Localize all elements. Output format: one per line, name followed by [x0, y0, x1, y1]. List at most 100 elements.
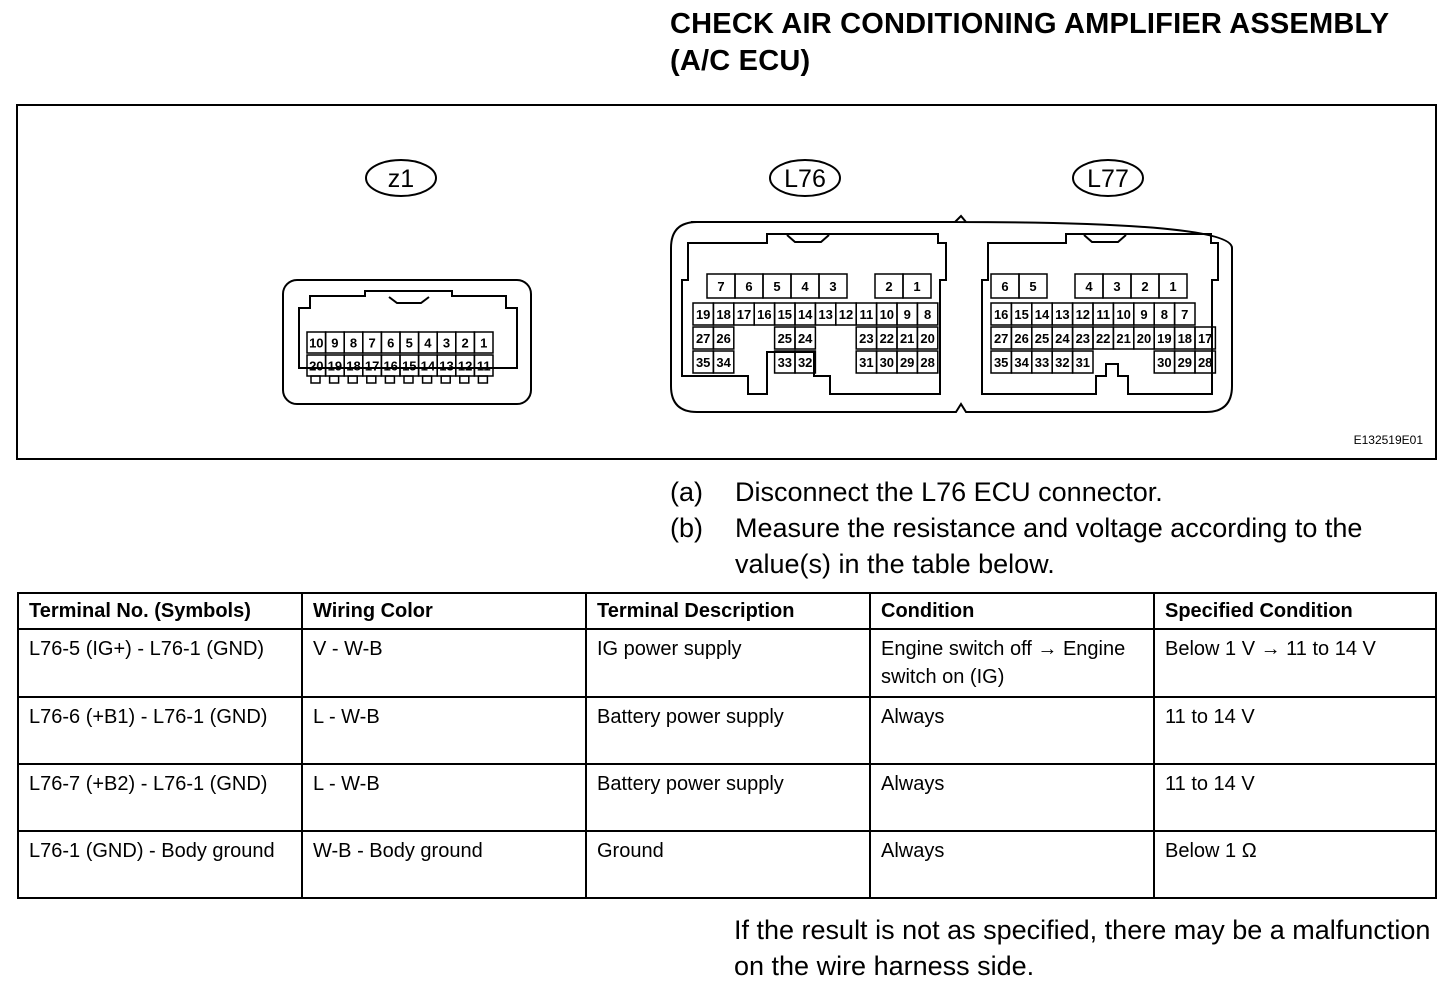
step-a-text: Disconnect the L76 ECU connector. — [735, 477, 1163, 507]
pin-cell — [1194, 350, 1217, 374]
cell-terminal: L76-6 (+B1) - L76-1 (GND) — [17, 696, 303, 765]
cell-wiring-color: W-B - Body ground — [301, 830, 587, 899]
pin-number: 16 — [757, 307, 771, 322]
instruction-steps: (a) Disconnect the L76 ECU connector. (b… — [670, 474, 1430, 582]
pin-number: 25 — [1035, 331, 1049, 346]
pin-cell — [1173, 302, 1196, 326]
cell-description: Ground — [585, 830, 871, 899]
connector-label-text: L77 — [1087, 165, 1129, 193]
pin-number: 5 — [773, 279, 780, 294]
cell-specified: 11 to 14 V — [1153, 763, 1437, 832]
pin-number: 1 — [913, 279, 920, 294]
table-row: L76-5 (IG+) - L76-1 (GND) V - W-B IG pow… — [17, 628, 1437, 698]
pin-number: 3 — [443, 336, 450, 351]
cell-terminal: L76-5 (IG+) - L76-1 (GND) — [17, 628, 303, 698]
connector-l76-inner — [681, 233, 947, 395]
pin-number: 15 — [778, 307, 792, 322]
pin-number: 7 — [368, 336, 375, 351]
connector-label-z1: z1 — [365, 159, 437, 197]
pin-number: 35 — [994, 355, 1008, 370]
connector-z1-body — [282, 279, 532, 405]
step-b: (b) Measure the resistance and voltage a… — [670, 510, 1430, 582]
cell-wiring-color: L - W-B — [301, 696, 587, 765]
cell-terminal: L76-1 (GND) - Body ground — [17, 830, 303, 899]
pin-number: 6 — [1001, 279, 1008, 294]
pin-number: 12 — [839, 307, 853, 322]
pin-number: 18 — [1178, 331, 1192, 346]
cell-description: IG power supply — [585, 628, 871, 698]
pin-number: 28 — [1198, 355, 1212, 370]
pin-number: 14 — [421, 359, 436, 374]
page-title: CHECK AIR CONDITIONING AMPLIFIER ASSEMBL… — [670, 6, 1440, 80]
pin-number: 11 — [860, 307, 874, 322]
pin-number: 30 — [880, 355, 894, 370]
cell-description: Battery power supply — [585, 696, 871, 765]
pin-number: 1 — [480, 336, 487, 351]
pin-number: 31 — [859, 355, 873, 370]
table-header-row: Terminal No. (Symbols) Wiring Color Term… — [17, 592, 1437, 630]
pin-number: 19 — [696, 307, 710, 322]
pin-number: 21 — [1116, 331, 1130, 346]
pin-number: 6 — [387, 336, 394, 351]
pin-number: 9 — [331, 336, 338, 351]
latch-tick — [328, 375, 340, 384]
pin-number: 15 — [1014, 307, 1028, 322]
pin-number: 32 — [798, 355, 812, 370]
step-b-label: (b) — [670, 513, 703, 543]
pin-cell — [916, 302, 939, 326]
pin-number: 22 — [1096, 331, 1110, 346]
pin-cell — [1018, 273, 1048, 299]
pin-number: 4 — [424, 336, 432, 351]
cell-wiring-color: V - W-B — [301, 628, 587, 698]
pin-number: 5 — [406, 336, 413, 351]
pin-number: 34 — [1014, 355, 1029, 370]
cell-specified: 11 to 14 V — [1153, 696, 1437, 765]
pin-cell — [1158, 273, 1188, 299]
header-wiring-color: Wiring Color — [301, 592, 587, 630]
cell-terminal: L76-7 (+B2) - L76-1 (GND) — [17, 763, 303, 832]
pin-number: 9 — [904, 307, 911, 322]
pin-cell — [473, 331, 494, 354]
specification-table: Terminal No. (Symbols) Wiring Color Term… — [17, 592, 1437, 899]
pin-number: 23 — [859, 331, 873, 346]
latch-tick — [347, 375, 358, 384]
latch-tick — [477, 375, 489, 384]
pin-number: 19 — [328, 359, 342, 374]
pin-number: 17 — [737, 307, 751, 322]
pin-number: 17 — [1198, 331, 1212, 346]
cell-description: Battery power supply — [585, 763, 871, 832]
pin-number: 1 — [1169, 279, 1176, 294]
pin-cell — [712, 350, 735, 374]
connector-label-l77: L77 — [1072, 159, 1144, 197]
pin-number: 34 — [716, 355, 731, 370]
pin-number: 2 — [461, 336, 468, 351]
table-row: L76-6 (+B1) - L76-1 (GND) L - W-B Batter… — [17, 696, 1437, 765]
pin-number: 26 — [1014, 331, 1028, 346]
pin-cell — [916, 326, 939, 350]
step-a: (a) Disconnect the L76 ECU connector. — [670, 474, 1430, 510]
pin-number: 33 — [1035, 355, 1049, 370]
pin-cell — [794, 350, 817, 374]
pin-number: 7 — [717, 279, 724, 294]
cell-specified: Below 1 Ω — [1153, 830, 1437, 899]
cell-condition: Engine switch off → Engine switch on (IG… — [869, 628, 1155, 698]
pin-number: 33 — [778, 355, 792, 370]
pin-number: 35 — [696, 355, 710, 370]
pin-number: 16 — [994, 307, 1008, 322]
pin-number: 29 — [900, 355, 914, 370]
pin-number: 16 — [383, 359, 397, 374]
title-line-1: CHECK AIR CONDITIONING AMPLIFIER ASSEMBL… — [670, 8, 1390, 40]
latch-tick — [310, 375, 321, 384]
title-line-2: (A/C ECU) — [670, 45, 811, 77]
pin-number: 13 — [439, 359, 453, 374]
pin-number: 26 — [716, 331, 730, 346]
pin-number: 24 — [798, 331, 813, 346]
pin-cell — [1071, 350, 1094, 374]
cell-condition: Always — [869, 830, 1155, 899]
latch-tick — [366, 375, 377, 384]
header-terminal: Terminal No. (Symbols) — [17, 592, 303, 630]
